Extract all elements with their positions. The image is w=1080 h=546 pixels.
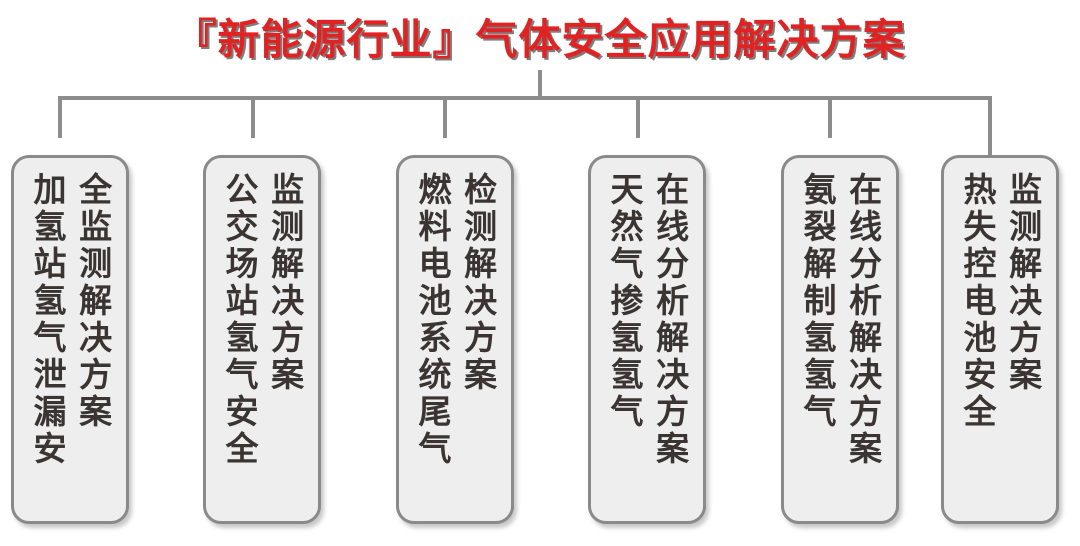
node-6-secondary-text: 热失控电池安全 — [958, 172, 997, 431]
connector-bus — [58, 96, 992, 100]
node-3-primary-text: 检测解决方案 — [458, 172, 498, 394]
node-5-primary-text: 在线分析解决方案 — [843, 172, 883, 468]
node-box-1[interactable]: 全监测解决方案 加氢站氢气泄漏安 — [11, 155, 129, 524]
node-5-secondary-text: 氨裂解制氢氢气 — [798, 172, 837, 431]
connector-tree — [0, 70, 1080, 162]
node-6-primary-text: 监测解决方案 — [1003, 172, 1043, 394]
node-3-secondary-text: 燃料电池系统尾气 — [413, 172, 452, 468]
connector-drop-1 — [58, 98, 62, 138]
connector-stem — [538, 70, 542, 98]
connector-drop-2 — [251, 98, 255, 138]
connector-drop-5 — [828, 98, 832, 138]
node-2-secondary-text: 公交场站氢气安全 — [220, 172, 259, 468]
node-1-secondary-text: 加氢站氢气泄漏安 — [28, 172, 67, 468]
node-box-6[interactable]: 监测解决方案 热失控电池安全 — [941, 155, 1059, 524]
node-box-5[interactable]: 在线分析解决方案 氨裂解制氢氢气 — [781, 155, 899, 524]
page-title: 『新能源行业』气体安全应用解决方案 — [174, 15, 906, 64]
node-1-primary-text: 全监测解决方案 — [73, 172, 113, 431]
node-2-primary-text: 监测解决方案 — [265, 172, 305, 394]
node-box-4[interactable]: 在线分析解决方案 天然气掺氢氢气 — [588, 155, 706, 524]
node-box-3[interactable]: 检测解决方案 燃料电池系统尾气 — [396, 155, 514, 524]
connector-drop-6 — [988, 98, 992, 158]
node-4-secondary-text: 天然气掺氢氢气 — [605, 172, 644, 431]
connector-drop-4 — [636, 98, 640, 138]
node-4-primary-text: 在线分析解决方案 — [650, 172, 690, 468]
connector-drop-3 — [443, 98, 447, 138]
node-box-2[interactable]: 监测解决方案 公交场站氢气安全 — [203, 155, 321, 524]
